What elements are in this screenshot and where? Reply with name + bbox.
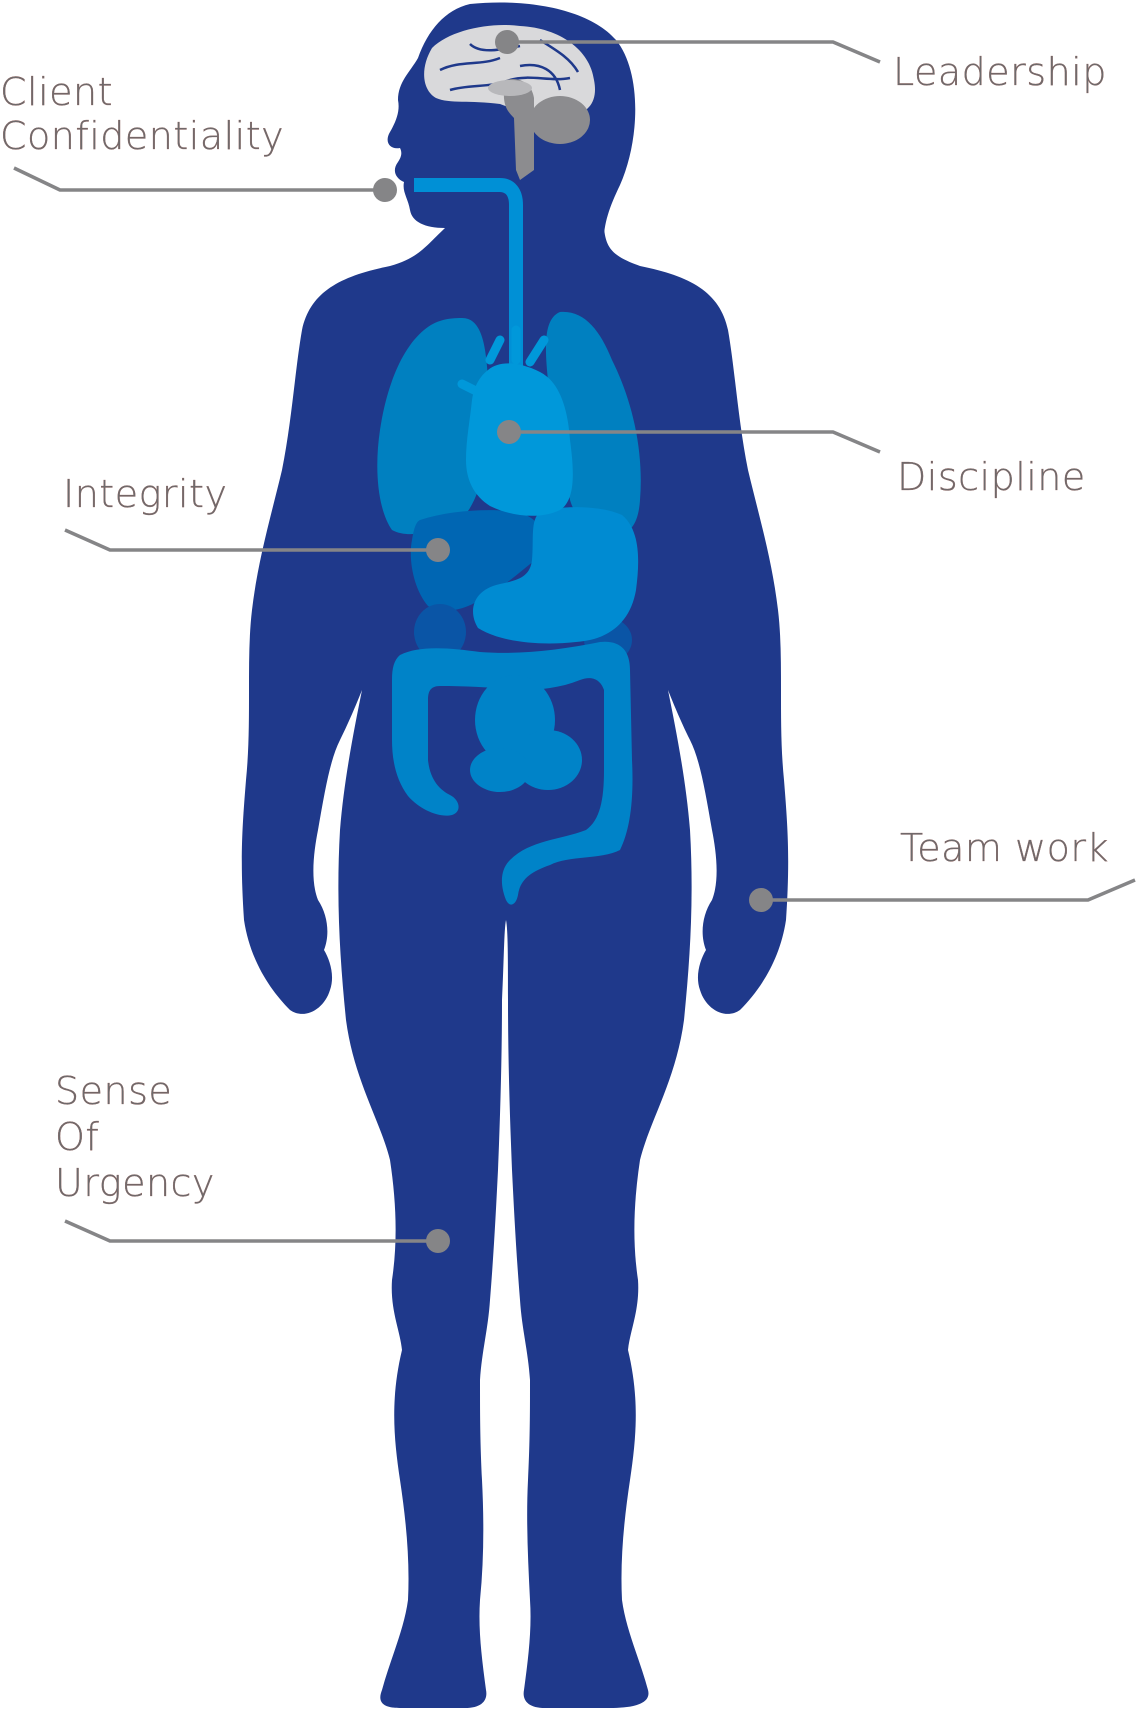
client-confidentiality-callout-line: [13, 166, 385, 192]
cerebellum: [530, 96, 590, 144]
discipline-callout-line: [509, 430, 881, 454]
team-work-label: Team work: [900, 826, 1109, 870]
integrity-label: Integrity: [63, 472, 228, 516]
client-confidentiality-label: Client Confidentiality: [0, 70, 285, 158]
esophagus: [414, 178, 523, 370]
integrity-dot: [426, 538, 450, 562]
sense-of-urgency-label: Sense Of Urgency: [55, 1069, 215, 1205]
heart: [466, 363, 573, 516]
callout-dots: [373, 30, 773, 1253]
team-work-dot: [749, 888, 773, 912]
brainstem: [503, 78, 534, 180]
leadership-label: Leadership: [893, 50, 1107, 94]
kidney: [414, 604, 466, 660]
leadership-dot: [495, 30, 519, 54]
integrity-callout-line: [64, 528, 438, 552]
brain: [424, 24, 596, 180]
client-confidentiality-dot: [373, 178, 397, 202]
aorta: [457, 325, 549, 397]
team-work-callout-line: [761, 878, 1136, 902]
sense-of-urgency-callout-line: [64, 1219, 438, 1243]
callout-lines: [13, 40, 1136, 1243]
stomach: [473, 507, 639, 644]
discipline-label: Discipline: [897, 455, 1086, 499]
leadership-callout-line: [507, 40, 881, 64]
organs: [377, 24, 641, 905]
sense-of-urgency-dot: [426, 1229, 450, 1253]
discipline-dot: [497, 420, 521, 444]
liver: [410, 510, 547, 611]
left-lung: [377, 318, 489, 535]
intestines: [392, 641, 633, 905]
